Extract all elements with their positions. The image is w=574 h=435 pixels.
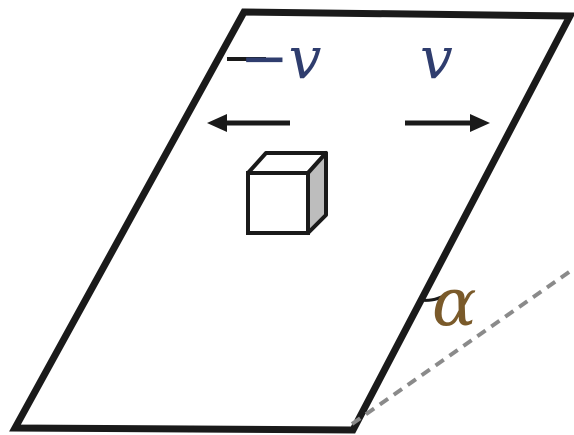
- horizontal-reference-dashed-line: [350, 268, 574, 426]
- cube: [246, 151, 328, 235]
- cube-front-face: [246, 171, 310, 235]
- angle-arc: [419, 291, 449, 302]
- velocity-left-label: −v: [240, 24, 322, 92]
- left-arrow: [207, 114, 290, 132]
- velocity-right-label: v: [420, 24, 453, 92]
- inclined-plane: [9, 8, 574, 434]
- angle-label: α: [432, 264, 477, 341]
- right-arrow: [405, 114, 490, 132]
